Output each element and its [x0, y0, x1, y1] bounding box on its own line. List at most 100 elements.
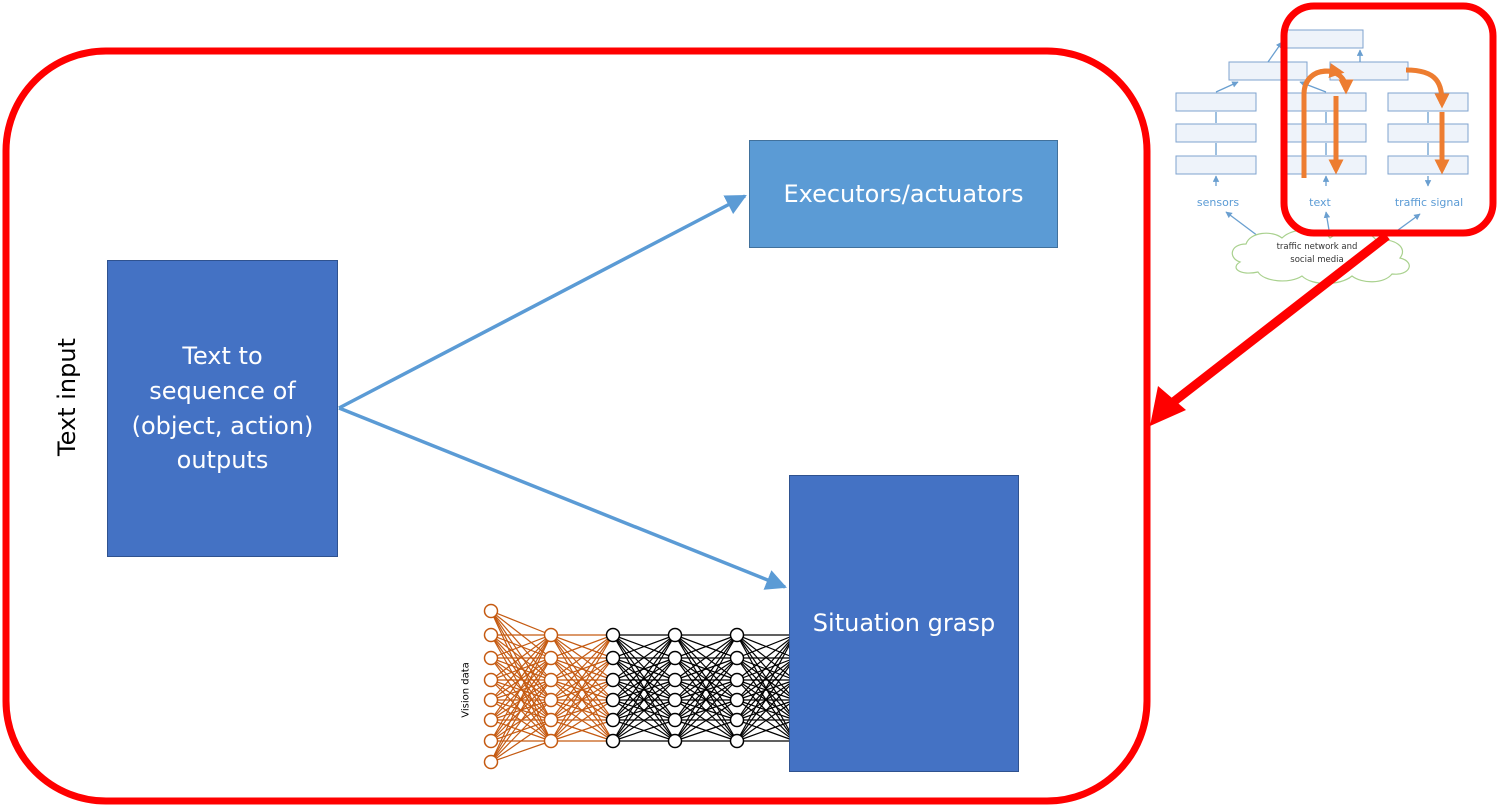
network-node [483, 733, 499, 749]
network-edge [612, 719, 676, 742]
network-node [667, 650, 683, 666]
network-edge [490, 740, 552, 763]
network-edge [612, 657, 676, 742]
network-node [605, 650, 621, 666]
network-edge [736, 679, 796, 701]
situation-grasp-box: Situation grasp [789, 475, 1019, 772]
network-edge [612, 634, 676, 721]
network-edge [612, 634, 676, 742]
network-edge [490, 634, 552, 742]
neural-network-nodes [483, 603, 745, 770]
main-highlight-frame [2, 47, 1151, 805]
network-edge [612, 634, 676, 701]
network-node [667, 672, 683, 688]
thumb-top-box [1284, 29, 1364, 49]
network-node [729, 627, 745, 643]
network-edge [674, 657, 738, 742]
network-node [667, 733, 683, 749]
network-node [605, 712, 621, 728]
network-node [667, 712, 683, 728]
network-edge [490, 719, 552, 763]
network-node [483, 712, 499, 728]
network-edge [490, 634, 552, 681]
network-edge [612, 657, 676, 681]
text-to-sequence-line: outputs [176, 446, 269, 475]
network-edge [490, 634, 552, 763]
network-edge [490, 657, 552, 763]
network-edge [674, 634, 738, 681]
network-edge [674, 679, 738, 742]
text-input-label: Text input [53, 338, 81, 456]
network-edge [550, 634, 614, 681]
executors-actuators-label: Executors/actuators [783, 180, 1024, 208]
thumb-cloud-label-line1: traffic network and [1277, 242, 1358, 252]
thumb-mid-box-left [1228, 61, 1308, 81]
network-edge [490, 610, 552, 721]
thumb-column-signal [1387, 92, 1469, 175]
thumb-label-text: text [1309, 196, 1331, 209]
network-node [543, 712, 559, 728]
network-edge [550, 679, 614, 742]
network-edge [550, 657, 614, 701]
network-node [543, 692, 559, 708]
vision-data-label: Vision data [460, 662, 472, 718]
network-node [483, 650, 499, 666]
network-edge [674, 719, 738, 742]
network-edge [490, 634, 552, 701]
network-edge [674, 657, 738, 701]
network-edge [550, 679, 614, 701]
network-edge [674, 634, 738, 742]
network-edge [550, 634, 614, 701]
network-edge [550, 657, 614, 742]
network-edge [612, 657, 676, 701]
network-edge [550, 634, 614, 742]
network-edge [550, 634, 614, 659]
network-edge [490, 634, 552, 721]
network-edge [674, 634, 738, 721]
network-node [483, 627, 499, 643]
network-edge [736, 657, 796, 742]
network-node [667, 627, 683, 643]
network-edge [736, 657, 796, 701]
network-edge [674, 634, 738, 701]
network-edge [490, 610, 552, 701]
thumb-orange-arrows [1301, 63, 1450, 178]
network-node [605, 672, 621, 688]
network-edge [490, 634, 552, 659]
executors-actuators-box: Executors/actuators [749, 140, 1058, 248]
arrow-to-executors [338, 194, 747, 410]
network-edge [736, 634, 796, 721]
thumb-column-text [1285, 92, 1367, 175]
thumb-cloud-label-line2: social media [1290, 255, 1343, 265]
network-node [543, 733, 559, 749]
network-node [729, 712, 745, 728]
thumbnail-highlight-frame [1280, 2, 1497, 237]
network-edge [736, 657, 796, 681]
network-node [483, 754, 499, 770]
network-edge [490, 610, 552, 636]
text-to-sequence-line: sequence of [149, 376, 296, 405]
network-node [729, 733, 745, 749]
network-edge [736, 634, 796, 659]
network-edge [550, 657, 614, 681]
network-edge [612, 679, 676, 742]
network-edge [612, 634, 676, 659]
highlight-pointer-head [1150, 386, 1186, 426]
thumbnail-diagram: sensors text traffic signal traffic netw… [1175, 29, 1469, 285]
network-edge [736, 699, 796, 742]
network-edge [736, 634, 796, 742]
network-edge [550, 719, 614, 742]
network-node [543, 650, 559, 666]
network-node [729, 672, 745, 688]
thumb-cloud [1231, 229, 1410, 285]
network-edge [550, 634, 614, 721]
network-node [605, 627, 621, 643]
network-edge [490, 679, 552, 701]
network-edge [490, 699, 552, 763]
text-to-sequence-line: (object, action) [131, 411, 314, 440]
network-node [667, 692, 683, 708]
network-node [483, 603, 499, 619]
network-edge [674, 657, 738, 681]
network-edge [674, 699, 738, 742]
